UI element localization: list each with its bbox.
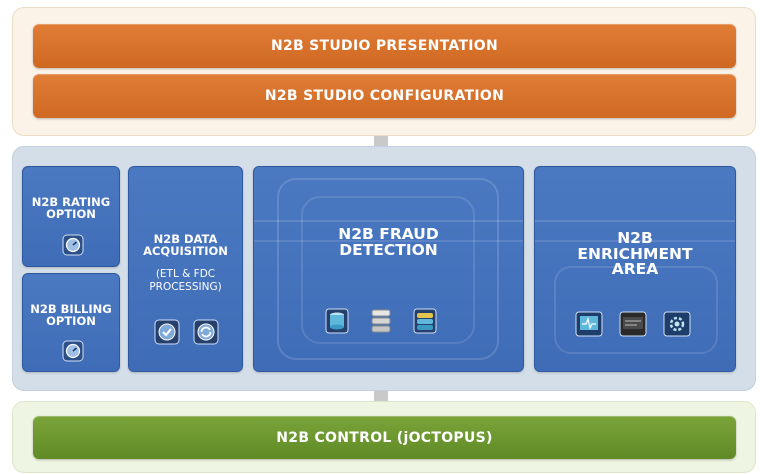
gauge-icon (62, 234, 84, 256)
fraud-detection-icons (325, 308, 437, 334)
server-icon (369, 308, 393, 334)
rating-option-box[interactable]: N2B RATING OPTION (22, 166, 120, 267)
data-acquisition-box[interactable]: N2B DATA ACQUISITION (ETL & FDC PROCESSI… (128, 166, 243, 372)
fraud-detection-background-lines (254, 178, 523, 360)
enrichment-background-lines (535, 220, 735, 354)
refresh-icon (193, 319, 219, 345)
billing-option-title: N2B BILLING OPTION (30, 302, 112, 329)
data-acquisition-title: N2B DATA ACQUISITION (143, 232, 228, 259)
connector-top (374, 136, 388, 146)
connector-bottom (374, 391, 388, 401)
monitor-icon (575, 311, 603, 337)
studio-configuration-bar[interactable]: N2B STUDIO CONFIGURATION (33, 74, 736, 118)
data-acquisition-icons (154, 319, 219, 345)
data-acquisition-subtitle: (ETL & FDC PROCESSING) (149, 268, 222, 294)
database-stack-icon (413, 308, 437, 334)
check-icon (154, 319, 180, 345)
settings-icon (663, 311, 691, 337)
control-bar[interactable]: N2B CONTROL (jOCTOPUS) (33, 416, 736, 459)
fraud-detection-title: N2B FRAUD DETECTION (338, 225, 439, 259)
enrichment-area-title: N2B ENRICHMENT AREA (577, 229, 693, 278)
gauge-icon (62, 340, 84, 362)
enrichment-area-box[interactable]: N2B ENRICHMENT AREA (534, 166, 736, 372)
rating-option-title: N2B RATING OPTION (31, 195, 111, 222)
studio-presentation-bar[interactable]: N2B STUDIO PRESENTATION (33, 24, 736, 68)
database-icon (325, 308, 349, 334)
studio-presentation-label: N2B STUDIO PRESENTATION (270, 38, 499, 54)
control-label: N2B CONTROL (jOCTOPUS) (276, 429, 493, 446)
studio-configuration-label: N2B STUDIO CONFIGURATION (264, 88, 505, 104)
billing-option-box[interactable]: N2B BILLING OPTION (22, 273, 120, 372)
display-icon (619, 311, 647, 337)
fraud-detection-box[interactable]: N2B FRAUD DETECTION (253, 166, 524, 372)
enrichment-icons (575, 311, 691, 337)
